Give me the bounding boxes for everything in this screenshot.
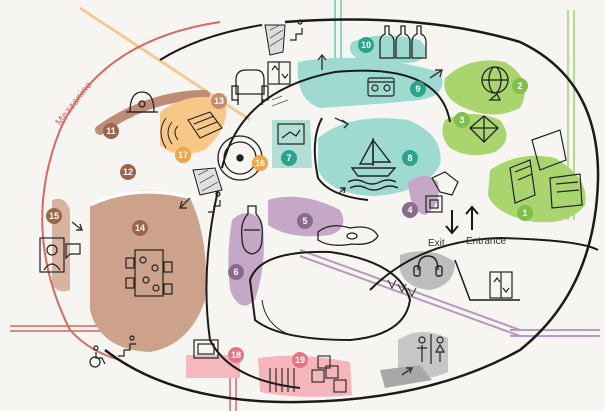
tablet-icon — [193, 339, 219, 359]
bottles-icon — [379, 25, 427, 59]
exit-label: Exit — [428, 238, 445, 249]
svg-text:2: 2 — [517, 81, 522, 91]
svg-text:6: 6 — [233, 267, 238, 277]
zone-badge-3[interactable]: 3 — [454, 112, 470, 128]
stairs-icon — [118, 335, 136, 357]
sound-waves-icon — [160, 117, 179, 149]
zone-area-gray-headphones — [400, 251, 455, 290]
svg-text:3: 3 — [459, 115, 464, 125]
elevator-icon-right — [489, 271, 513, 299]
zone-badges: 1 2 3 4 5 6 7 8 9 10 11 12 13 14 15 16 1… — [46, 37, 533, 368]
zone-badge-10[interactable]: 10 — [358, 37, 374, 53]
zone-badge-11[interactable]: 11 — [103, 123, 119, 139]
svg-text:15: 15 — [49, 211, 59, 221]
hatched-strips — [197, 24, 289, 192]
gem-icon — [469, 115, 499, 143]
zone-badge-17[interactable]: 17 — [175, 147, 191, 163]
zone-badge-4[interactable]: 4 — [402, 202, 418, 218]
mezzanine-outline — [41, 21, 221, 361]
svg-text:10: 10 — [361, 40, 371, 50]
cabinet-icon — [187, 111, 223, 139]
zone-areas — [52, 35, 586, 397]
svg-text:14: 14 — [135, 223, 145, 233]
svg-text:8: 8 — [407, 153, 412, 163]
svg-text:17: 17 — [178, 150, 188, 160]
path-arrows — [71, 53, 443, 376]
zone-area-gray-ramp — [380, 365, 432, 388]
zone-badge-13[interactable]: 13 — [211, 93, 227, 109]
zone-badge-2[interactable]: 2 — [512, 78, 528, 94]
exit-arrow — [445, 210, 459, 235]
portrait-icon — [39, 237, 81, 273]
chevron-ramp-icon — [387, 279, 417, 298]
globe-icon — [481, 66, 509, 101]
svg-text:4: 4 — [407, 205, 412, 215]
zone-badge-12[interactable]: 12 — [120, 164, 136, 180]
svg-text:12: 12 — [123, 167, 133, 177]
svg-text:16: 16 — [255, 158, 265, 168]
table-icon — [125, 249, 173, 297]
svg-text:13: 13 — [214, 96, 224, 106]
zone-badge-18[interactable]: 18 — [228, 347, 244, 363]
zone-badge-19[interactable]: 19 — [292, 352, 308, 368]
entrance-label: Entrance — [466, 236, 506, 247]
svg-text:7: 7 — [286, 153, 291, 163]
headphones-icon — [413, 255, 443, 277]
svg-text:1: 1 — [522, 208, 527, 218]
svg-text:18: 18 — [231, 350, 241, 360]
stairs-icon-middle — [208, 191, 221, 213]
zone-badge-5[interactable]: 5 — [297, 213, 313, 229]
boat-icon — [347, 138, 399, 191]
wheelchair-icon — [89, 345, 106, 368]
entrance-arrow — [465, 205, 479, 230]
zone-badge-14[interactable]: 14 — [132, 220, 148, 236]
zone-badge-15[interactable]: 15 — [46, 208, 62, 224]
svg-text:11: 11 — [106, 126, 116, 136]
armchair-icon — [231, 69, 269, 105]
zone-area-orange-17 — [160, 96, 227, 154]
zone-area-teal-boat — [318, 118, 441, 196]
zone-area-brown-14 — [90, 190, 206, 352]
restroom-icon — [417, 334, 446, 364]
zone-badge-6[interactable]: 6 — [228, 264, 244, 280]
stones-icon — [317, 225, 379, 246]
books-icon — [509, 129, 583, 209]
svg-text:19: 19 — [295, 355, 305, 365]
zone-badge-7[interactable]: 7 — [281, 150, 297, 166]
zone-area-green-bottom — [488, 155, 586, 223]
zone-badge-1[interactable]: 1 — [517, 205, 533, 221]
zone-area-green-mid — [442, 114, 507, 156]
mezzanine-label: Mezzanine — [54, 79, 95, 127]
picture-frame-icon — [277, 123, 305, 145]
svg-text:5: 5 — [302, 216, 307, 226]
exit-entrance-arrows — [445, 205, 479, 235]
zone-badge-8[interactable]: 8 — [402, 150, 418, 166]
elevator-icon — [267, 61, 291, 85]
zone-area-teal-band — [297, 57, 443, 108]
crates-icon — [269, 355, 347, 393]
zone-badge-9[interactable]: 9 — [410, 81, 426, 97]
zone-area-purple-6 — [228, 212, 264, 306]
svg-text:9: 9 — [415, 84, 420, 94]
stairs-icon-upper — [290, 19, 303, 41]
vase-icon — [240, 205, 264, 255]
zone-badge-16[interactable]: 16 — [252, 155, 268, 171]
cart-icon — [425, 171, 459, 213]
bell-jar-icon — [126, 91, 158, 113]
stove-icon — [367, 77, 395, 97]
